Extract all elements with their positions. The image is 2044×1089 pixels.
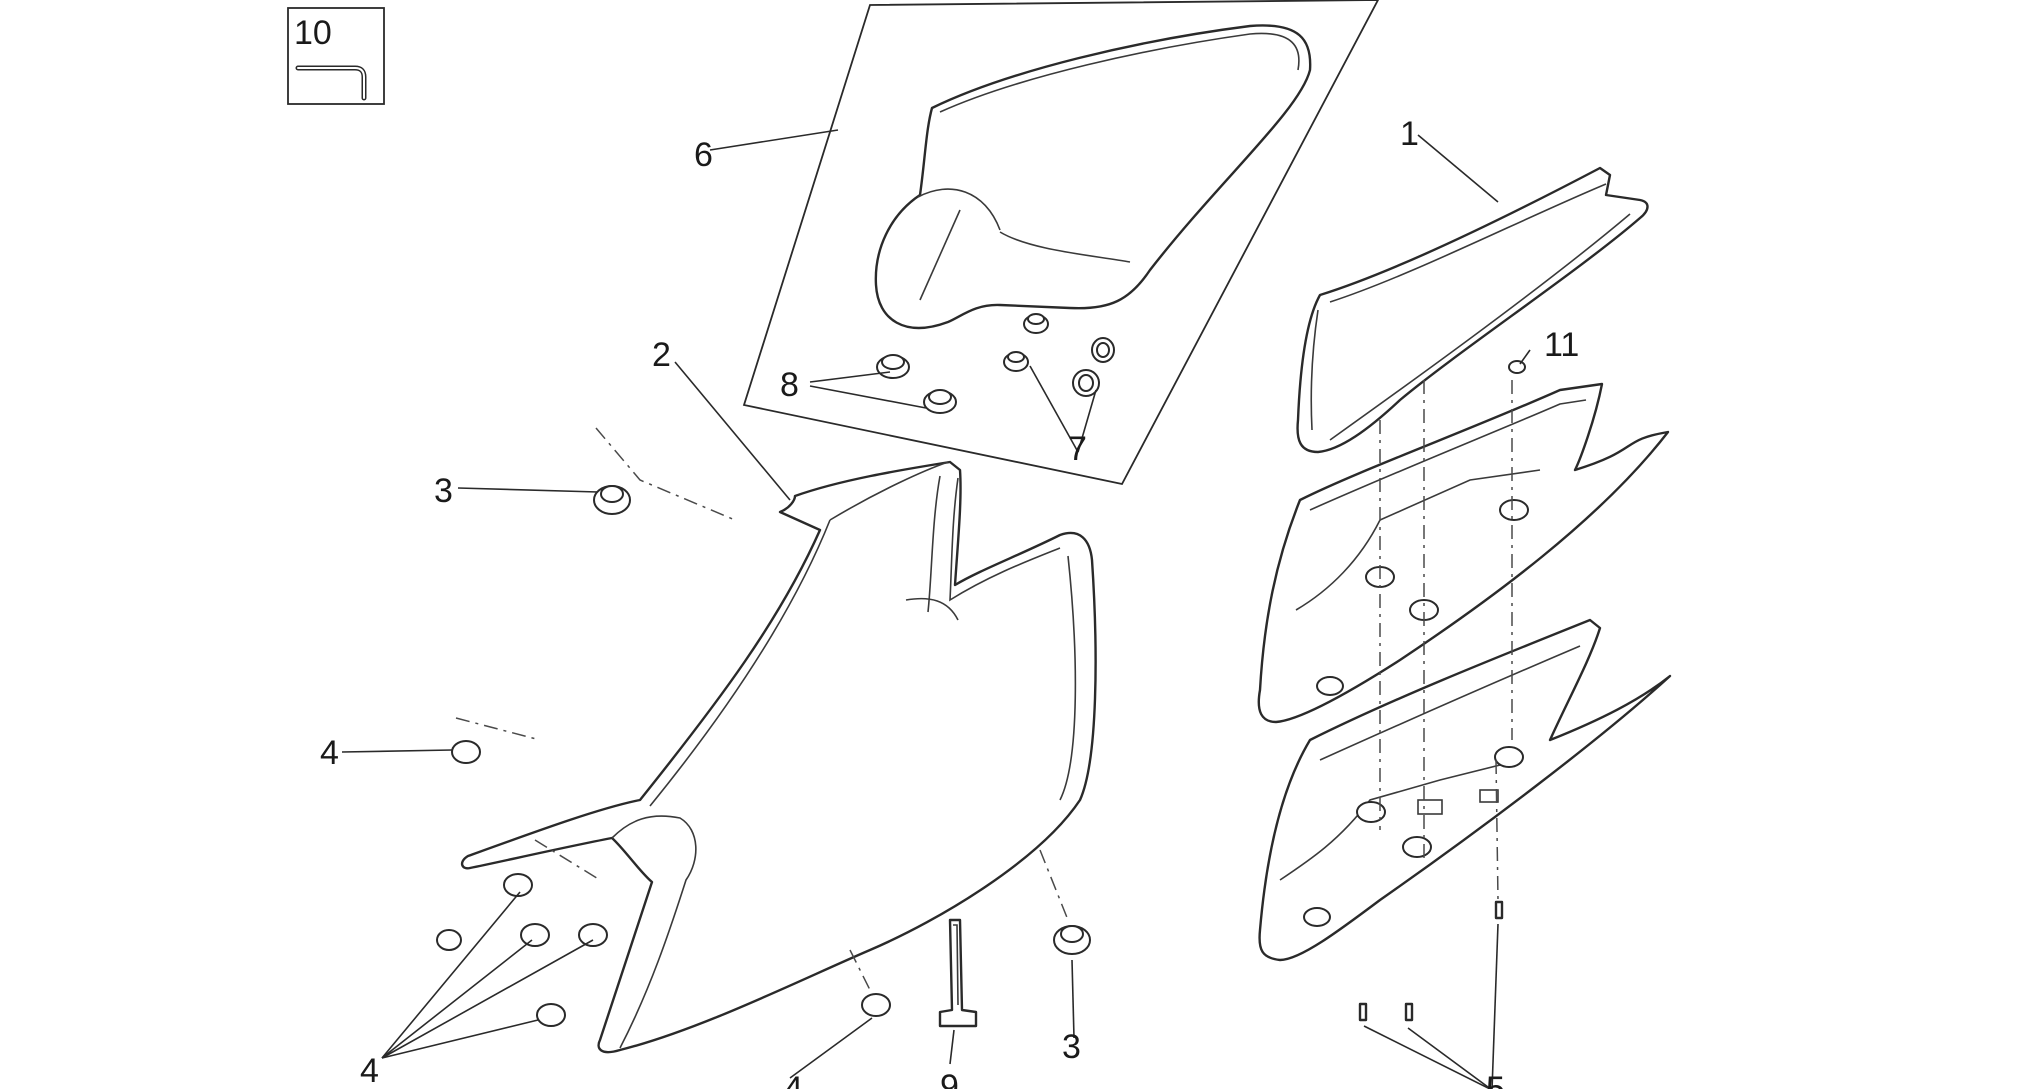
label-10: 10 — [294, 14, 332, 52]
nut-3-lower — [1053, 925, 1091, 955]
bumpers-8 — [876, 354, 957, 414]
label-4-left: 4 — [320, 734, 339, 772]
label-11: 11 — [1544, 326, 1579, 364]
label-9: 9 — [940, 1068, 959, 1089]
label-7: 7 — [1068, 430, 1087, 468]
label-4-bottom: 4 — [784, 1070, 803, 1089]
seat-base — [1257, 382, 1670, 724]
bumpers-4 — [436, 740, 891, 1027]
screws-5 — [1358, 900, 1504, 1022]
label-4-bottom-left: 4 — [360, 1052, 379, 1089]
leader-lines — [341, 129, 1531, 1089]
label-5: 5 — [1486, 1070, 1505, 1089]
seat-cowl — [874, 24, 1312, 330]
nut-3-upper — [593, 485, 631, 515]
allen-key-box — [287, 7, 385, 105]
seat-cover-1 — [1296, 166, 1649, 454]
label-1: 1 — [1400, 115, 1419, 153]
label-6: 6 — [694, 136, 713, 174]
label-8: 8 — [780, 366, 799, 404]
assembly-lines — [455, 380, 1513, 991]
seat-tray — [1258, 618, 1672, 962]
optional-kit-frame — [742, 0, 1380, 486]
main-seat — [460, 460, 1097, 1054]
key-tool-9 — [938, 918, 978, 1028]
label-3-upper: 3 — [434, 472, 453, 510]
label-2: 2 — [652, 336, 671, 374]
label-3-lower: 3 — [1062, 1028, 1081, 1066]
bumpers-7 — [1003, 313, 1115, 397]
